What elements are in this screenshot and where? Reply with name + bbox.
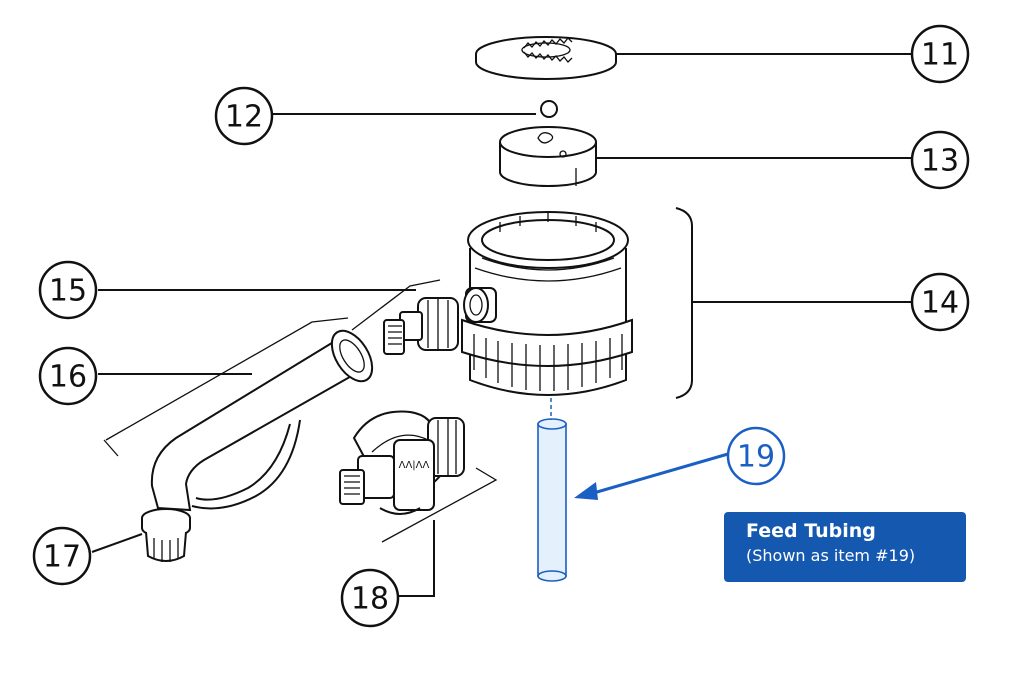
part-18-valve-body: ɅɅ|ɅɅ	[339, 410, 498, 543]
part-18-fitting-marking: ɅɅ|ɅɅ	[399, 460, 430, 471]
callout-19: 19	[726, 426, 786, 486]
part-12-check-ball	[540, 100, 558, 118]
callout-12-label: 12	[225, 100, 263, 135]
part-14-main-housing	[461, 211, 633, 396]
callout-16: 16	[38, 346, 98, 406]
part-13-valve-insert	[499, 126, 597, 187]
callout-11: 11	[910, 24, 970, 84]
callout-17-label: 17	[43, 540, 81, 575]
callout-18-label: 18	[351, 582, 389, 617]
part-16-delivery-wand	[103, 317, 374, 512]
callout-13: 13	[910, 130, 970, 190]
feed-tubing-info-box: Feed Tubing (Shown as item #19)	[724, 512, 966, 582]
part-11-disc-cap	[475, 36, 617, 80]
callout-15-label: 15	[49, 274, 87, 309]
part-14-group-bracket	[675, 207, 693, 399]
callout-16-label: 16	[49, 360, 87, 395]
callout-14: 14	[910, 272, 970, 332]
part-11-teeth	[523, 37, 573, 63]
callout-11-label: 11	[921, 38, 959, 73]
info-box-title: Feed Tubing	[746, 520, 876, 542]
part-19-feed-tubing	[537, 398, 567, 582]
callout-19-label: 19	[737, 440, 775, 475]
part-15-connector-fitting	[351, 279, 459, 355]
part-14-grip-ribs	[473, 334, 623, 391]
callout-18: 18	[340, 568, 400, 628]
callout-13-label: 13	[921, 144, 959, 179]
info-box-subtitle: (Shown as item #19)	[746, 546, 916, 565]
callout-17: 17	[32, 526, 92, 586]
callout-15: 15	[38, 260, 98, 320]
part-17-nozzle-cap	[141, 508, 191, 562]
callout-12: 12	[214, 86, 274, 146]
callout-14-label: 14	[921, 286, 959, 321]
leader-line-19	[574, 452, 729, 500]
leader-lines	[91, 53, 912, 597]
